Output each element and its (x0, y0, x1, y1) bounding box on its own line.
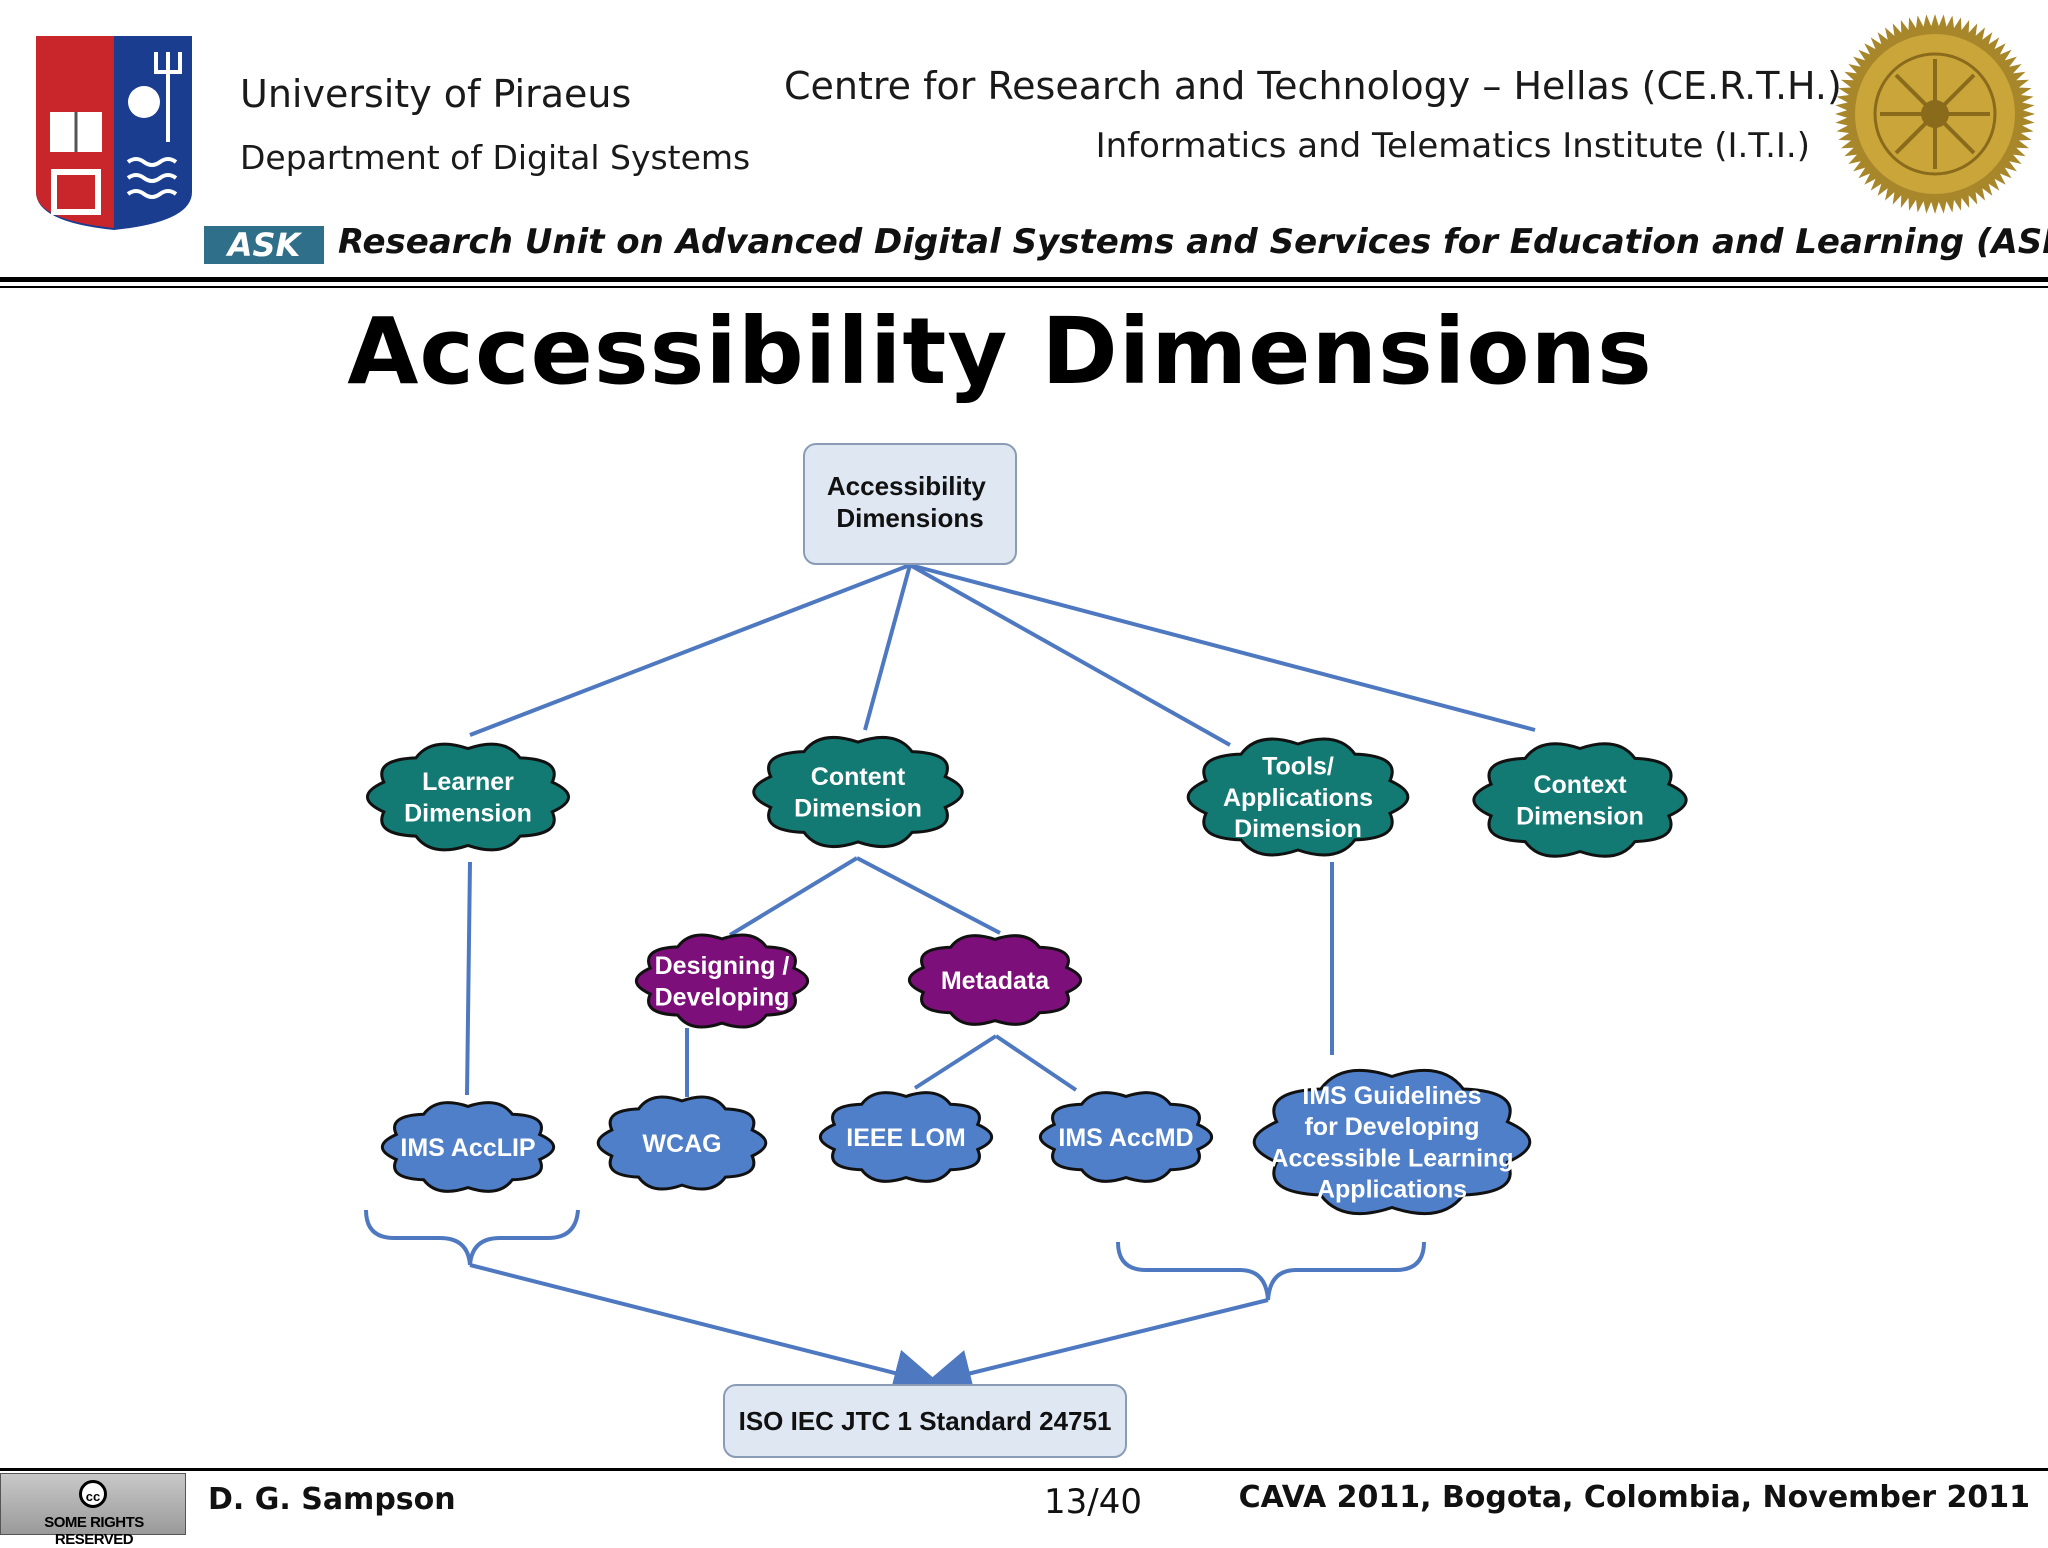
footer-conference: CAVA 2011, Bogota, Colombia, November 20… (1238, 1480, 2030, 1515)
arrow-to-iso (469, 1263, 942, 1397)
designing-developing-node-shape (634, 933, 810, 1029)
metadata-node-shape (907, 934, 1083, 1026)
connector (913, 1034, 998, 1090)
connector (909, 563, 1231, 747)
footer-author: D. G. Sampson (208, 1482, 456, 1517)
iso-standard-box (723, 1384, 1127, 1458)
ieee-lom-node-label: IEEE LOM (846, 1124, 965, 1152)
iso-standard-label: ISO IEC JTC 1 Standard 24751 (739, 1406, 1112, 1436)
ieee-lom-node-shape (818, 1091, 994, 1183)
connector (469, 563, 911, 737)
ims-accmd-node-label: IMS AccMD (1058, 1124, 1193, 1152)
brace-right (1116, 1241, 1426, 1301)
university-logo (36, 36, 192, 230)
connector (465, 861, 472, 1096)
ims-acclip-node: IMS AccLIP (380, 1101, 556, 1193)
ask-logo: ASK (204, 226, 324, 264)
institute-name: Informatics and Telematics Institute (I.… (1095, 126, 1810, 166)
root-node-label: Accessibility Dimensions (827, 471, 993, 533)
content-dimension-node-shape (752, 735, 964, 849)
cc-icon: cc (79, 1480, 107, 1508)
connector (856, 856, 1001, 935)
connector (728, 856, 859, 937)
metadata-node-label: Metadata (941, 967, 1050, 995)
arrow-to-iso (923, 1298, 1269, 1397)
footer-divider (0, 1468, 2048, 1471)
connector (909, 563, 1536, 732)
learner-dimension-node-shape (366, 742, 570, 852)
cc-license-text: SOME RIGHTS RESERVED (44, 1514, 144, 1548)
ieee-lom-node: IEEE LOM (818, 1091, 994, 1183)
centre-name: Centre for Research and Technology – Hel… (784, 64, 1842, 108)
ims-acclip-node-label: IMS AccLIP (400, 1134, 535, 1162)
wcag-node: WCAG (596, 1095, 768, 1191)
designing-developing-node: Designing /Developing (634, 933, 810, 1029)
designing-developing-node-label: Designing /Developing (655, 952, 790, 1011)
research-unit-name: Research Unit on Advanced Digital System… (338, 222, 2048, 262)
slide-title: Accessibility Dimensions (347, 298, 1653, 405)
ims-accmd-node-shape (1038, 1091, 1214, 1183)
wcag-node-shape (596, 1095, 768, 1191)
ims-acclip-node-shape (380, 1101, 556, 1193)
university-name: University of Piraeus (240, 72, 632, 116)
tools-dimension-node-shape (1186, 737, 1410, 857)
wcag-node-label: WCAG (642, 1130, 721, 1158)
ims-accmd-node: IMS AccMD (1038, 1091, 1214, 1183)
header-divider-thin (0, 286, 2048, 288)
cc-license-badge: cc SOME RIGHTS RESERVED (0, 1473, 186, 1548)
page-number: 13/40 (1044, 1482, 1142, 1522)
metadata-node: Metadata (907, 934, 1083, 1026)
department-name: Department of Digital Systems (240, 138, 751, 177)
ims-guidelines-node-shape (1252, 1068, 1532, 1216)
certh-seal-logo (1835, 14, 2035, 214)
context-dimension-node-shape (1472, 742, 1688, 858)
root-node-box (803, 443, 1017, 565)
header-divider (0, 277, 2048, 282)
connector (994, 1034, 1078, 1092)
connector (863, 564, 912, 731)
brace-left (364, 1209, 580, 1266)
